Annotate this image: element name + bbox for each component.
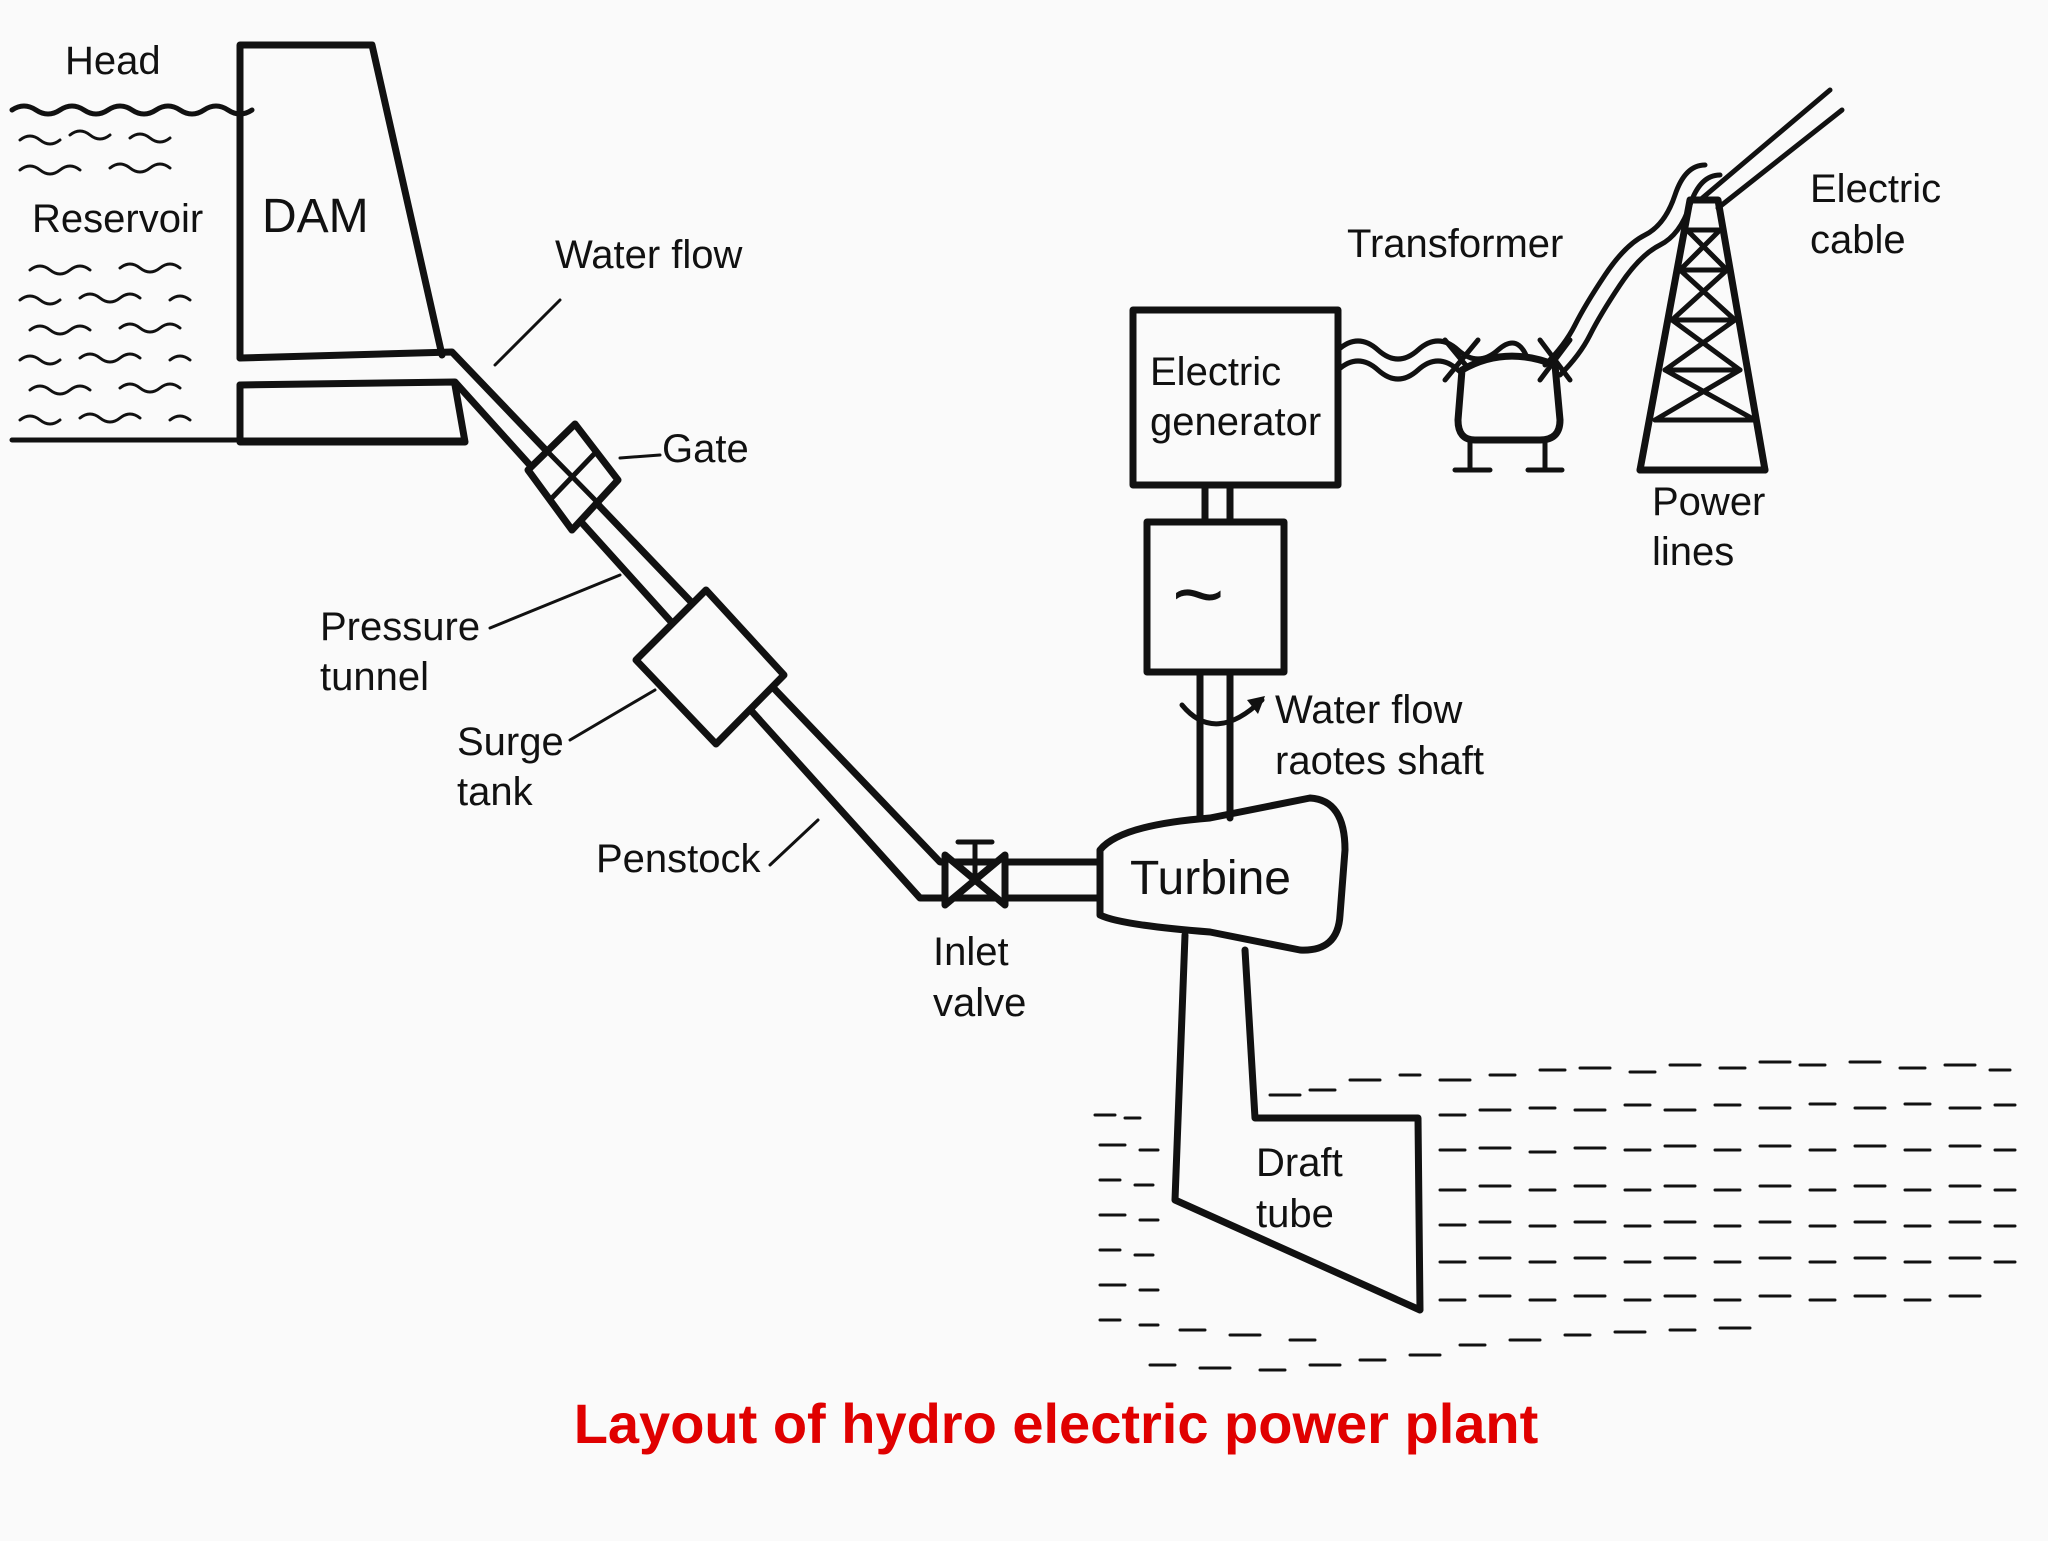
diagram-title: Layout of hydro electric power plant xyxy=(574,1392,1539,1455)
label-gate: Gate xyxy=(662,427,749,471)
label-inlet-valve-line1: Inlet xyxy=(933,930,1009,974)
label-surge-tank-line1: Surge xyxy=(457,720,564,764)
power-tower xyxy=(1636,196,1769,474)
label-pressure-tunnel-line2: tunnel xyxy=(320,655,429,699)
label-draft-tube-line2: tube xyxy=(1256,1192,1334,1236)
gate xyxy=(524,420,622,534)
label-shaft-line2: raotes shaft xyxy=(1275,739,1484,783)
label-turbine: Turbine xyxy=(1130,852,1291,905)
generator-coupling xyxy=(1143,481,1288,676)
dam xyxy=(236,41,469,446)
turbine-shaft xyxy=(1179,666,1265,822)
turbine xyxy=(1096,794,1349,954)
label-reservoir: Reservoir xyxy=(32,197,203,241)
label-power-lines-line1: Power xyxy=(1652,480,1765,524)
label-pressure-tunnel-line1: Pressure xyxy=(320,605,480,649)
draft-tube xyxy=(1171,931,1424,1314)
label-electric-cable-line2: cable xyxy=(1810,218,1906,262)
label-draft-tube-line1: Draft xyxy=(1256,1141,1343,1185)
label-surge-tank-line2: tank xyxy=(457,770,534,814)
electric-cable xyxy=(1697,87,1845,211)
label-power-lines-line2: lines xyxy=(1652,530,1734,574)
label-dam: DAM xyxy=(262,190,369,243)
label-penstock: Penstock xyxy=(596,837,762,881)
label-water-flow: Water flow xyxy=(555,233,743,277)
label-transformer: Transformer xyxy=(1347,222,1563,266)
label-generator-line1: Electric xyxy=(1150,350,1281,394)
label-shaft-line1: Water flow xyxy=(1275,688,1463,732)
label-inlet-valve-line2: valve xyxy=(933,981,1026,1025)
label-head: Head xyxy=(65,39,161,83)
label-electric-cable-line1: Electric xyxy=(1810,167,1941,211)
label-generator-line2: generator xyxy=(1150,400,1321,444)
ac-symbol: ~ xyxy=(1172,545,1225,645)
tailrace-water xyxy=(1093,1060,2017,1372)
leader-lines xyxy=(488,298,820,867)
transformer xyxy=(1452,337,1573,473)
inlet-valve xyxy=(941,839,1009,909)
surge-tank xyxy=(632,586,788,748)
electric-generator xyxy=(1129,306,1342,489)
